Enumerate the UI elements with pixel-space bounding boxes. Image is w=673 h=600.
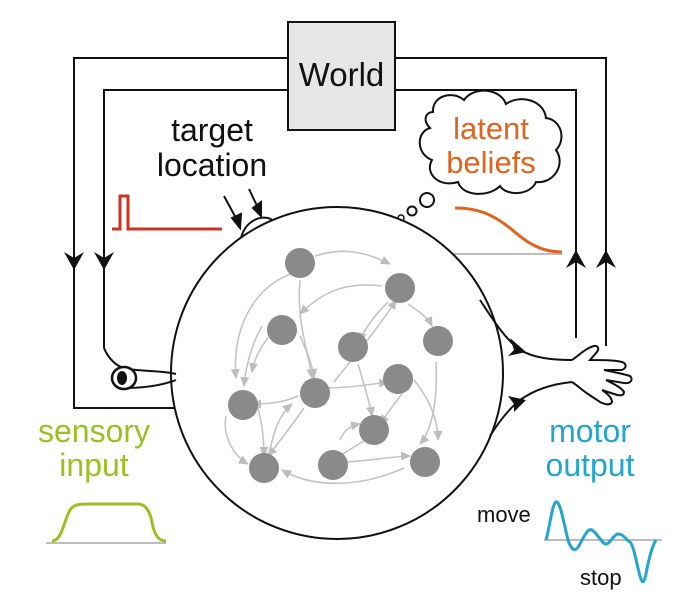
network-node xyxy=(383,364,413,394)
thought-bubble-medium xyxy=(406,205,418,217)
thought-bubble-large xyxy=(419,192,435,208)
network-node xyxy=(228,390,258,420)
eye-pupil-icon xyxy=(117,371,127,385)
motor-label-line2: output xyxy=(546,447,635,483)
sensory-label-line1: sensory xyxy=(38,413,150,449)
thought-cloud xyxy=(418,89,563,195)
down-arrow-outer xyxy=(64,252,84,270)
world-box xyxy=(287,21,396,131)
down-arrowheads xyxy=(64,252,114,270)
latent-label-line1: latent xyxy=(453,111,529,146)
network-node xyxy=(249,453,279,483)
network-nodes xyxy=(228,248,453,483)
motor-arrow-upper xyxy=(508,338,526,356)
target-input-arrows xyxy=(223,188,262,231)
target-label-line1: target xyxy=(171,112,253,148)
world-label: World xyxy=(299,56,385,93)
network-node xyxy=(300,378,330,408)
network-node xyxy=(385,273,415,303)
latent-label-line2: beliefs xyxy=(446,145,536,180)
down-arrow-inner xyxy=(94,252,114,270)
up-arrowheads xyxy=(566,250,616,268)
network-node xyxy=(410,447,440,477)
up-arrow-inner xyxy=(566,250,586,268)
target-label-line2: location xyxy=(157,147,267,183)
network-node xyxy=(423,326,453,356)
motor-label-line1: motor xyxy=(549,413,631,449)
move-label: move xyxy=(477,502,531,527)
sensory-label-line2: input xyxy=(59,447,129,483)
outer-sensory-wire xyxy=(73,57,288,409)
network-node xyxy=(318,450,348,480)
stop-label: stop xyxy=(580,565,622,590)
network-node xyxy=(267,315,297,345)
up-arrow-outer xyxy=(596,250,616,268)
sensory-signal xyxy=(51,502,167,543)
target-pulse-signal xyxy=(112,194,222,231)
network-circle xyxy=(170,206,504,540)
network-node xyxy=(338,332,368,362)
network-node xyxy=(359,415,389,445)
hand-icon xyxy=(571,344,633,406)
motor-signal xyxy=(544,500,658,584)
motor-arrow-lower xyxy=(508,396,526,412)
network-node xyxy=(285,248,315,278)
latent-curve xyxy=(454,206,563,254)
